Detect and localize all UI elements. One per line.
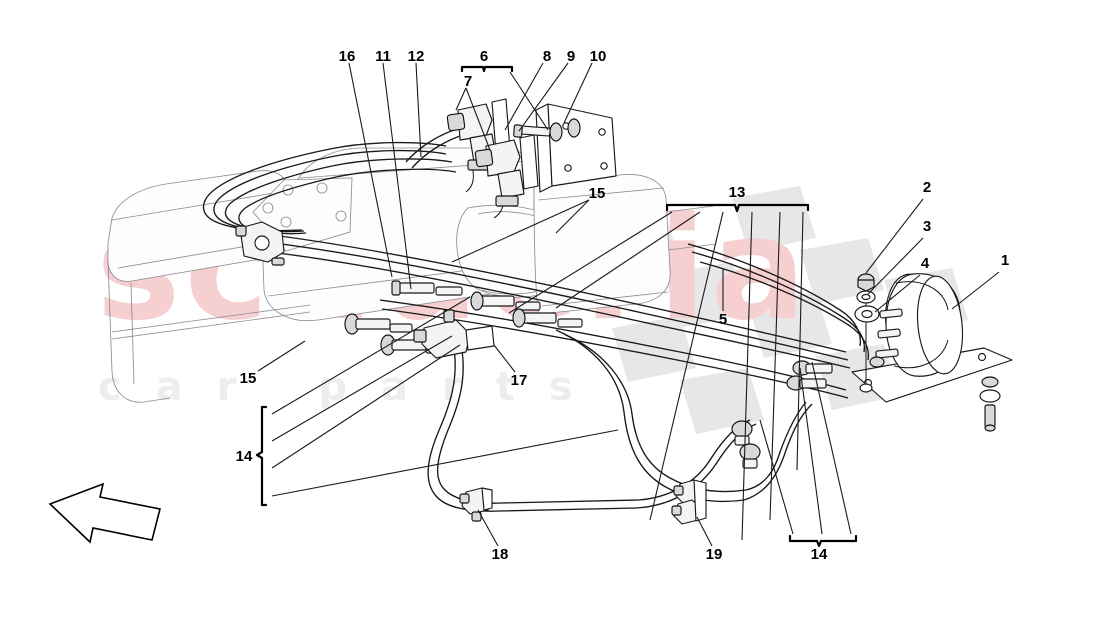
callout-label-14b: 14 [811,546,828,563]
canister-nut [857,273,875,292]
callout-label-9: 9 [567,48,575,65]
callout-label-15a: 15 [589,185,606,202]
pipe-union-fittings [344,280,833,469]
direction-of-travel-arrow [48,482,161,544]
bracket-6 [460,65,514,73]
callout-label-10: 10 [590,48,607,65]
pipe-clip-double [671,479,707,525]
callout-label-15b: 15 [240,370,257,387]
callout-label-6: 6 [480,48,488,65]
callout-label-4: 4 [921,255,930,272]
pipe-clip-single [459,487,493,522]
center-valve-body [413,309,495,359]
callout-fan-leader-lines [271,199,852,541]
callout-label-19: 19 [706,546,723,563]
spacer-bushing [549,122,563,142]
callout-brackets [255,65,858,548]
canister-lock-washer [856,290,876,304]
callout-label-17: 17 [511,372,528,389]
watermark-car-parts: car parts [98,364,607,410]
callout-label-13: 13 [729,184,746,201]
callout-label-7: 7 [464,73,472,90]
callout-label-2: 2 [923,179,931,196]
callout-label-12: 12 [408,48,425,65]
solenoid-valve-lower [474,134,539,207]
air-pump-regulator [235,221,285,266]
solenoid-valve-assembly [446,98,617,207]
charcoal-canister-assembly [851,273,1013,432]
rubber-bush [567,118,581,138]
bracket-14b [788,534,858,548]
bracket-13 [665,203,810,213]
bracket-14a [255,405,268,507]
callout-label-8: 8 [543,48,551,65]
callout-label-5: 5 [719,311,727,328]
callout-label-1: 1 [1001,252,1009,269]
canister-base-bolt [979,376,1001,432]
callout-label-11: 11 [375,48,391,65]
callout-label-14a: 14 [236,448,253,465]
callout-label-3: 3 [923,218,931,235]
callout-leader-lines [257,62,1000,547]
callout-label-16: 16 [339,48,356,65]
callout-labels: 1 2 3 4 5 6 7 8 9 10 11 12 13 14 14 15 1… [236,48,1010,563]
callout-label-18: 18 [492,546,509,563]
engine-intake-manifold-outline [107,147,717,403]
canister-flat-washer [854,305,880,323]
